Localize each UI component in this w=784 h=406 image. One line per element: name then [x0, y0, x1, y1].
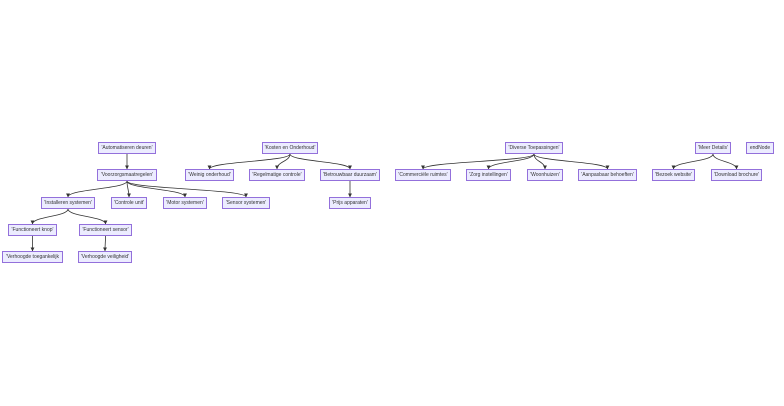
node-voorzorgsmaatregelen: 'Voorzorgsmaatregelen' — [97, 169, 157, 181]
edge-diverse-commercieel — [421, 153, 535, 170]
node-meer-details: 'Meer Details' — [695, 142, 731, 154]
node-regelmatige-controle: 'Regelmatige controle' — [249, 169, 305, 181]
node-commerciele-ruimtes: 'Commerciële ruimtes' — [395, 169, 451, 181]
node-bezoek-website: 'Bezoek website' — [652, 169, 695, 181]
node-verhoogde-toegankelijk: 'Verhoogde toegankelijk — [2, 251, 63, 263]
edge-diverse-zorg — [486, 153, 535, 170]
edge-diverse-aanpasbaar — [533, 153, 610, 170]
node-woonhuizen: 'Woonhuizen' — [527, 169, 563, 181]
node-controle-unit: 'Controle unit' — [111, 197, 147, 209]
node-motor-systemen: 'Motor systemen' — [163, 197, 207, 209]
node-kosten-en-onderhoud: 'Kosten en Onderhoud' — [262, 142, 318, 154]
edge-voorzorg-controle — [126, 180, 131, 198]
edge-voorzorg-sensor — [126, 180, 248, 198]
node-prijs-apparaten: 'Prijs apparaten' — [329, 197, 371, 209]
edge-voorzorg-motor — [126, 180, 187, 198]
edge-voorzorg-installeren — [66, 180, 128, 198]
node-sensor-systemen: 'Sensor systemen' — [222, 197, 270, 209]
edge-diverse-woonhuizen — [533, 153, 547, 170]
edge-funcsensor-veiligheid — [103, 235, 108, 252]
node-installeren-systemen: 'Installeren systemen' — [41, 197, 95, 209]
node-functioneert-knop: 'Functioneert knop' — [8, 224, 57, 236]
node-end: endNode — [746, 142, 774, 154]
node-diverse-toepassingen: 'Diverse Toepassingen' — [505, 142, 563, 154]
node-weinig-onderhoud: 'Weinig onderhoud' — [185, 169, 234, 181]
edge-meer-download — [712, 153, 739, 170]
node-verhoogde-veiligheid: 'Verhoogde veiligheid' — [78, 251, 132, 263]
node-functioneert-sensor: 'Functioneert sensor' — [79, 224, 132, 236]
edge-meer-bezoek — [671, 153, 714, 170]
edge-installeren-knop — [30, 208, 69, 225]
edge-kosten-weinig — [207, 153, 291, 170]
node-download-brochure: 'Download brochure' — [711, 169, 762, 181]
edge-installeren-funcsensor — [67, 208, 108, 225]
edge-kosten-betrouwbaar — [289, 153, 352, 170]
node-aanpasbaar-behoeften: 'Aanpasbaar behoeften' — [578, 169, 637, 181]
node-automatiseren-deuren: 'Automatiseren deuren' — [98, 142, 156, 154]
edge-kosten-regelmatig — [275, 153, 291, 170]
node-zorg-instellingen: 'Zorg instellingen' — [466, 169, 511, 181]
node-betrouwbaar-duurzaam: 'Betrouwbaar duurzaam' — [320, 169, 380, 181]
